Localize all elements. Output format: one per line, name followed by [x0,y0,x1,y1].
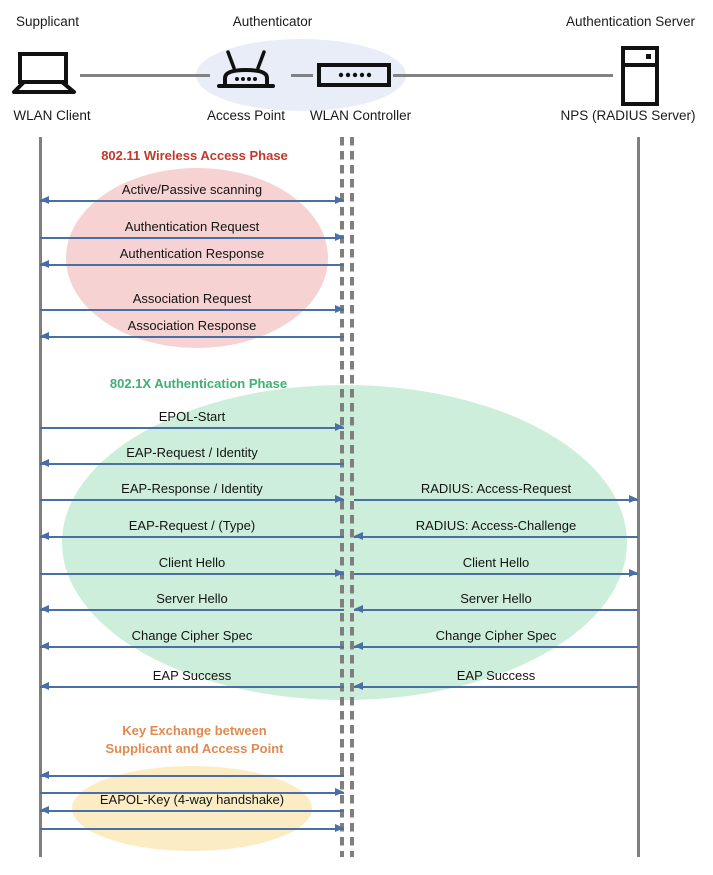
message-line-left-12 [40,686,344,688]
laptop-icon [12,52,78,99]
arrow-head-right-left-0 [335,196,344,204]
arrow-head-left-left-6 [40,459,49,467]
arrow-head-right-left-7 [335,495,344,503]
message-line-left-0 [40,200,344,202]
message-line-left-16 [40,828,344,830]
arrow-head-left-right-5 [354,682,363,690]
message-line-left-9 [40,573,344,575]
phase-caption-key-line2: Supplicant and Access Point [105,741,284,756]
message-line-left-5 [40,427,344,429]
arrow-head-left-left-13 [40,771,49,779]
lifeline-wlan-controller [350,137,354,857]
message-line-left-8 [40,536,344,538]
message-line-right-4 [354,646,638,648]
arrow-head-left-left-2 [40,260,49,268]
phase-caption-key: Key Exchange between Supplicant and Acce… [62,722,327,758]
message-label-left-4: Association Response [127,318,257,333]
message-label-left-5: EPOL-Start [158,409,226,424]
server-rack-icon [620,46,660,111]
arrow-head-right-left-14 [335,788,344,796]
arrow-head-left-right-3 [354,605,363,613]
arrow-head-right-right-0 [629,495,638,503]
role-title-authenticator: Authenticator [232,14,313,29]
role-title-supplicant: Supplicant [15,14,80,29]
message-line-right-3 [354,609,638,611]
message-line-left-3 [40,309,344,311]
wire-client-to-ap [80,74,210,77]
message-label-left-3: Association Request [132,291,252,306]
wireless-access-point-icon [215,50,277,100]
message-line-left-6 [40,463,344,465]
message-line-right-1 [354,536,638,538]
message-line-left-2 [40,264,344,266]
arrow-head-left-left-0 [40,196,49,204]
arrow-head-left-right-4 [354,642,363,650]
message-label-left-10: Server Hello [156,591,228,606]
message-label-right-0: RADIUS: Access-Request [420,481,572,496]
phase-ellipse-key [72,766,312,851]
phase-caption-key-line1: Key Exchange between [122,723,267,738]
message-line-right-2 [354,573,638,575]
message-label-left-12: EAP Success [152,668,232,683]
message-label-right-1: RADIUS: Access-Challenge [415,518,577,533]
arrow-head-left-left-10 [40,605,49,613]
arrow-head-left-left-8 [40,532,49,540]
node-label-wlan-controller: WLAN Controller [309,108,412,123]
message-line-right-0 [354,499,638,501]
message-label-right-3: Server Hello [460,591,532,606]
arrow-head-left-right-1 [354,532,363,540]
role-title-auth-server: Authentication Server [565,14,696,29]
message-line-left-11 [40,646,344,648]
message-label-left-15: EAPOL-Key (4-way handshake) [99,792,285,807]
phase-caption-wireless: 802.11 Wireless Access Phase [62,147,327,165]
arrow-head-right-left-1 [335,233,344,241]
node-label-nps: NPS (RADIUS Server) [560,108,696,123]
message-label-left-1: Authentication Request [124,219,260,234]
message-label-left-0: Active/Passive scanning [121,182,263,197]
arrow-head-right-right-2 [629,569,638,577]
arrow-head-left-left-15 [40,806,49,814]
message-line-left-13 [40,775,344,777]
message-line-left-10 [40,609,344,611]
message-label-left-8: EAP-Request / (Type) [128,518,256,533]
arrow-head-left-left-11 [40,642,49,650]
phase-caption-dot1x-line1: 802.1X Authentication Phase [109,376,288,391]
message-line-left-15 [40,810,344,812]
wire-ap-to-controller [291,74,313,77]
arrow-head-right-left-9 [335,569,344,577]
message-line-left-4 [40,336,344,338]
phase-caption-wireless-line1: 802.11 Wireless Access Phase [101,148,288,163]
wire-controller-to-server [393,74,613,77]
network-switch-icon [317,63,391,92]
lifeline-supplicant [39,137,42,857]
phase-ellipse-dot1x [62,385,627,700]
arrow-head-right-left-16 [335,824,344,832]
message-label-right-4: Change Cipher Spec [435,628,557,643]
arrow-head-right-left-3 [335,305,344,313]
message-line-right-5 [354,686,638,688]
message-label-right-2: Client Hello [462,555,530,570]
phase-caption-dot1x: 802.1X Authentication Phase [66,375,331,393]
message-label-left-7: EAP-Response / Identity [121,481,263,496]
message-label-left-11: Change Cipher Spec [131,628,253,643]
message-line-left-1 [40,237,344,239]
lifeline-auth-server [637,137,640,857]
message-label-right-5: EAP Success [456,668,536,683]
message-label-left-6: EAP-Request / Identity [126,445,258,460]
arrow-head-left-left-12 [40,682,49,690]
message-line-left-14 [40,792,344,794]
arrow-head-left-left-4 [40,332,49,340]
message-label-left-9: Client Hello [158,555,226,570]
message-line-left-7 [40,499,344,501]
message-label-left-2: Authentication Response [119,246,265,261]
arrow-head-right-left-5 [335,423,344,431]
phase-ellipse-wireless [66,168,328,348]
node-label-wlan-client: WLAN Client [13,108,91,123]
node-label-access-point: Access Point [206,108,286,123]
